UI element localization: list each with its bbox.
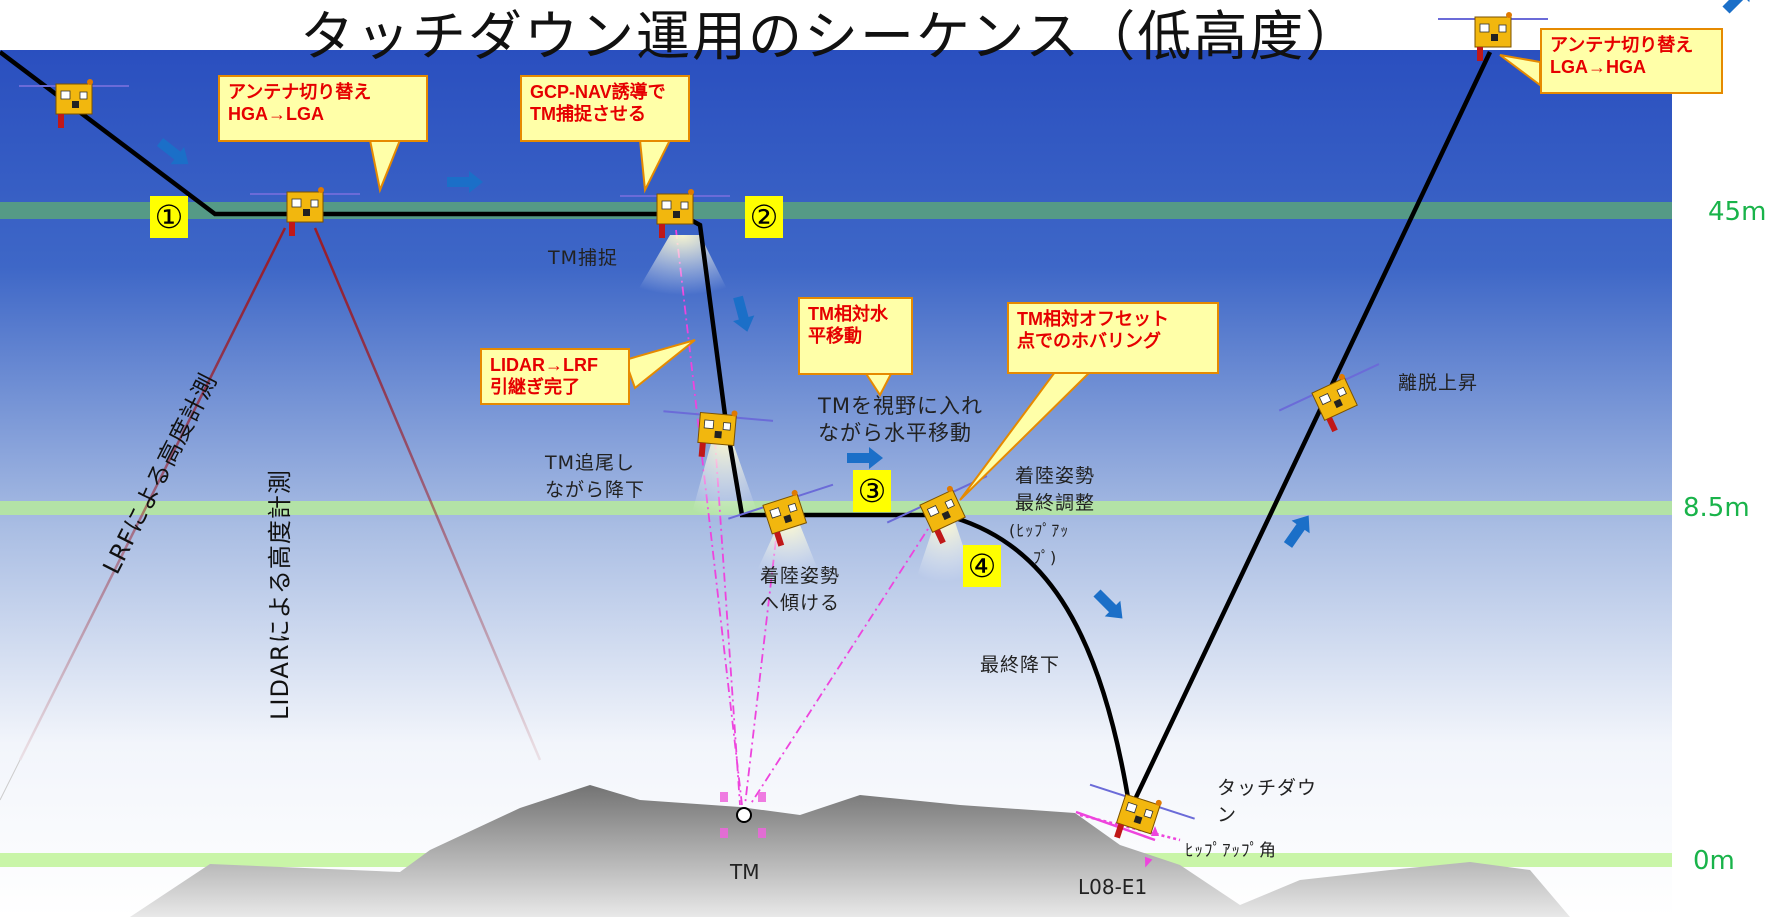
callout-lidar-lrf: LIDAR→LRF 引継ぎ完了 bbox=[480, 348, 630, 405]
lrf-beam-left bbox=[18, 227, 287, 761]
note-line: 最終調整 bbox=[1015, 492, 1096, 514]
step-3-badge: ③ bbox=[853, 470, 891, 512]
callout-line: LGA→HGA bbox=[1550, 57, 1646, 77]
callout-tm-horizontal: TM相対水 平移動 bbox=[798, 297, 913, 375]
hipup-arrow-icon bbox=[1151, 826, 1159, 836]
note-line: TMを視野に入れ bbox=[818, 394, 983, 418]
note-line: ン bbox=[1217, 804, 1238, 826]
callout-line: 平移動 bbox=[808, 326, 862, 346]
sky-background bbox=[0, 50, 1672, 917]
camera-glow-2 bbox=[690, 440, 760, 520]
label-tm: TM bbox=[730, 860, 760, 884]
note-line: へ傾ける bbox=[760, 592, 841, 614]
terrain bbox=[130, 785, 1570, 917]
callout-antenna-hga-lga: アンテナ切り替え HGA→LGA bbox=[218, 75, 428, 142]
note-line: ながら水平移動 bbox=[818, 421, 972, 445]
note-hipup-angle: ﾋｯﾌﾟｱｯﾌﾟ角 bbox=[1185, 841, 1277, 861]
note-line: 着陸姿勢 bbox=[1015, 465, 1096, 487]
target-marker-icon bbox=[720, 792, 766, 838]
altitude-label-45m: 45m bbox=[1708, 197, 1767, 227]
note-line: TM追尾し bbox=[545, 452, 635, 474]
callout-line: 点でのホバリング bbox=[1017, 331, 1161, 351]
callout-tm-offset-hover: TM相対オフセット 点でのホバリング bbox=[1007, 302, 1219, 374]
step-1-badge: ① bbox=[150, 196, 188, 238]
callout-line: TM捕捉させる bbox=[530, 104, 646, 124]
note-final-descent: 最終降下 bbox=[980, 654, 1061, 676]
callout-line: GCP-NAV誘導で bbox=[530, 82, 666, 102]
note-tm-view-move: TMを視野に入れ ながら水平移動 bbox=[818, 393, 983, 447]
note-line: 着陸姿勢 bbox=[760, 565, 841, 587]
note-ascent: 離脱上昇 bbox=[1398, 372, 1479, 394]
note-tm-capture: TM捕捉 bbox=[548, 247, 618, 269]
altitude-label-0m: 0m bbox=[1693, 846, 1735, 876]
label-lidar-measurement: LIDARによる高度計測 bbox=[266, 469, 294, 720]
lrf-fade bbox=[0, 759, 21, 801]
callout-line: TM相対オフセット bbox=[1017, 309, 1169, 329]
camera-glow-4 bbox=[915, 522, 975, 582]
step-4-badge: ④ bbox=[963, 545, 1001, 587]
label-site: L08-E1 bbox=[1078, 875, 1148, 899]
direction-arrow-icon bbox=[1718, 0, 1760, 18]
band-8-5m bbox=[0, 501, 1672, 515]
note-final-adjust: 着陸姿勢 最終調整 (ﾋｯﾌﾟｱｯ ﾌﾟ) bbox=[1009, 463, 1096, 571]
callout-line: アンテナ切り替え bbox=[1550, 35, 1694, 55]
note-line: ﾌﾟ) bbox=[1033, 548, 1058, 567]
callout-antenna-lga-hga: アンテナ切り替え LGA→HGA bbox=[1540, 28, 1723, 94]
note-touchdown: タッチダウ ン bbox=[1217, 775, 1317, 829]
page-title: タッチダウン運用のシーケンス（低高度） bbox=[300, 5, 1362, 68]
altitude-label-8-5m: 8.5m bbox=[1683, 493, 1750, 523]
callout-line: アンテナ切り替え bbox=[228, 82, 372, 102]
hipup-attitude-line bbox=[1075, 810, 1156, 842]
hipup-reference-line bbox=[1079, 813, 1181, 842]
lrf-beam-right bbox=[313, 227, 542, 761]
camera-glow-3 bbox=[755, 525, 820, 575]
note-line: タッチダウ bbox=[1217, 777, 1318, 799]
callout-line: HGA→LGA bbox=[228, 104, 324, 124]
callout-line: LIDAR→LRF bbox=[490, 355, 598, 375]
callout-line: TM相対水 bbox=[808, 304, 888, 324]
hipup-arrow-2-icon bbox=[1144, 856, 1153, 868]
note-line: ながら降下 bbox=[545, 479, 646, 501]
callout-gcp-nav: GCP-NAV誘導で TM捕捉させる bbox=[520, 75, 690, 142]
band-45m bbox=[0, 202, 1672, 219]
note-tilt-attitude: 着陸姿勢 へ傾ける bbox=[760, 563, 840, 617]
step-2-badge: ② bbox=[745, 196, 783, 238]
note-line: (ﾋｯﾌﾟｱｯ bbox=[1009, 521, 1070, 540]
note-tm-track-descent: TM追尾し ながら降下 bbox=[545, 450, 645, 504]
callout-line: 引継ぎ完了 bbox=[490, 377, 580, 397]
